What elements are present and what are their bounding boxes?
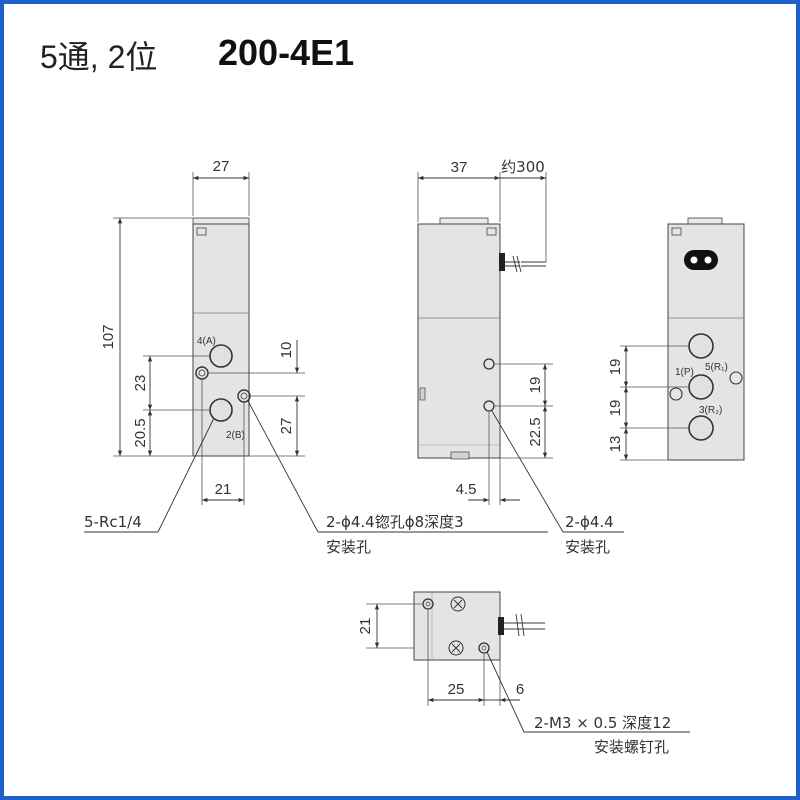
top-hole-lower [478, 642, 490, 654]
note-screw-line2: 安装螺钉孔 [594, 738, 669, 756]
top-screw-icon-upper [450, 596, 466, 612]
port-circle-r1 [688, 333, 714, 359]
dim-back-pitch-2: 19 [607, 400, 624, 417]
dim-top-hole-pitch: 25 [448, 681, 465, 698]
side-hole-upper [483, 358, 495, 370]
dim-front-port-pitch: 23 [132, 375, 149, 392]
notes: 5-Rc1/4 2-ϕ4.4锪孔ϕ8深度3 安装孔 2-ϕ4.4 安装孔 2-M… [84, 513, 671, 756]
top-hole-upper [422, 598, 434, 610]
port-label-4a: 4(A) [197, 336, 216, 347]
note-counterbore-line1: 2-ϕ4.4锪孔ϕ8深度3 [326, 513, 464, 531]
dim-front-hole-upper: 10 [278, 342, 295, 359]
port-label-2b: 2(B) [226, 430, 245, 441]
dim-top-offset: 6 [516, 681, 524, 698]
note-ports-thread: 5-Rc1/4 [84, 513, 142, 531]
front-screw-icon [196, 227, 207, 236]
side-hole-lower [483, 400, 495, 412]
dim-back-bottom: 13 [607, 436, 624, 453]
dim-side-hole-offset: 4.5 [456, 481, 477, 498]
note-side-hole-line1: 2-ϕ4.4 [565, 513, 614, 531]
dim-front-width: 27 [213, 158, 230, 175]
port-4a-circle [209, 344, 233, 368]
dim-back-pitch-1: 19 [607, 359, 624, 376]
front-cap [192, 217, 250, 225]
dim-front-hole-pitch: 21 [215, 481, 232, 498]
dim-side-hole-pitch: 19 [527, 377, 544, 394]
dim-top-height: 21 [357, 618, 374, 635]
dim-front-bottom-port: 20.5 [132, 418, 149, 447]
front-view: 4(A) 2(B) 27 107 23 20.5 10 27 21 [84, 158, 548, 533]
dim-side-width: 37 [451, 159, 468, 176]
lead-connector [499, 253, 505, 271]
side-body [417, 223, 501, 459]
note-screw-line1: 2-M3 × 0.5 深度12 [534, 714, 671, 732]
title-model: 200-4E1 [218, 32, 355, 73]
dim-front-hole-lower: 27 [278, 418, 295, 435]
note-side-hole-line2: 安装孔 [565, 538, 610, 556]
note-counterbore-line2: 安装孔 [326, 538, 371, 556]
top-view: 21 25 6 [357, 591, 690, 733]
port-label-r2: 3(R₂) [699, 405, 722, 416]
top-screw-icon-lower [448, 640, 464, 656]
port-2b-circle [209, 398, 233, 422]
port-circle-r2 [688, 415, 714, 441]
back-connector-icon [684, 250, 718, 270]
title-prefix: 5通, 2位 [40, 39, 158, 75]
dim-front-height: 107 [100, 324, 117, 349]
port-circle-p [688, 374, 714, 400]
port-label-r1: 5(R₁) [705, 362, 728, 373]
port-label-p: 1(P) [675, 367, 694, 378]
back-view: 5(R₁) 1(P) 3(R₂) 19 19 13 [607, 217, 745, 461]
dim-side-bottom-hole: 22.5 [527, 417, 544, 446]
side-view: 37 约300 19 22.5 4.5 [417, 158, 624, 533]
dim-side-lead: 约300 [501, 158, 545, 176]
